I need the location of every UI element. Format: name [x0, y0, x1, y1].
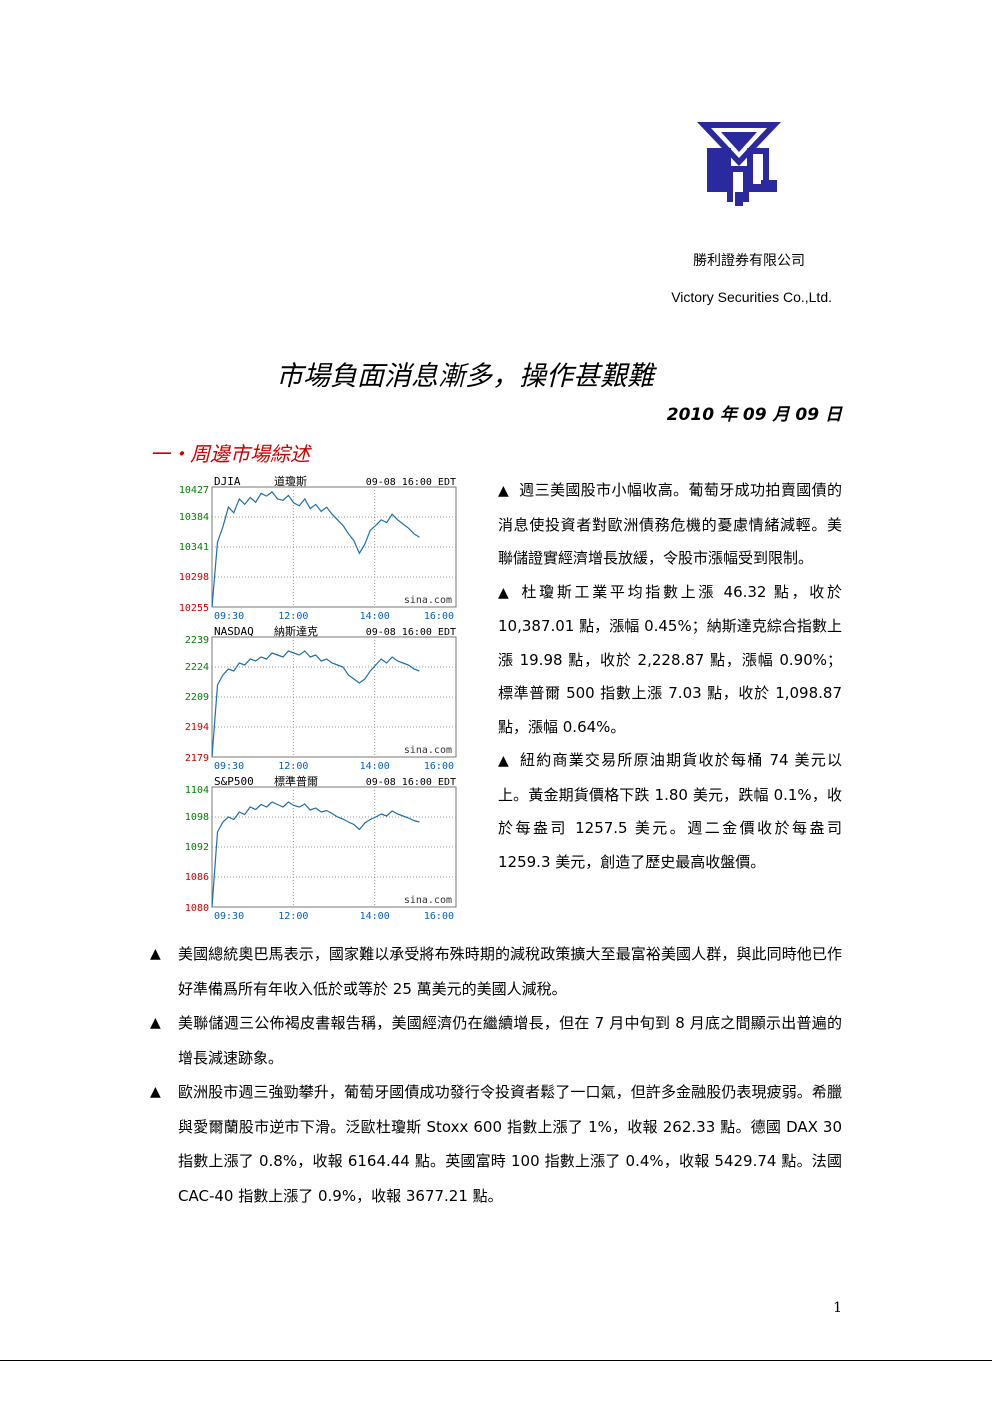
bullet-triangle-icon: ▲ [150, 1084, 161, 1100]
x-tick-label: 09:30 [214, 911, 244, 922]
chart-code: S&P500 [214, 775, 254, 788]
chart-name: 道瓊斯 [274, 475, 307, 488]
y-tick-label: 10427 [179, 485, 209, 496]
x-tick-label: 09:30 [214, 761, 244, 772]
chart-code: DJIA [214, 475, 241, 488]
market-summary-column: ▲週三美國股市小幅收高。葡萄牙成功拍賣國債的消息使投資者對歐洲債務危機的憂慮情緒… [498, 474, 842, 879]
plot-frame [211, 786, 457, 908]
report-date: 2010 年 09 月 09 日 [666, 405, 842, 425]
chart-timestamp: 09-08 16:00 EDT [366, 477, 456, 488]
y-tick-label: 10255 [179, 603, 209, 614]
y-tick-label: 10341 [179, 542, 209, 553]
chart-nasdaq: 2239 2224 2209 2194 2179 09:30 12:00 14:00 16:00… [185, 625, 457, 772]
index-price-line [211, 491, 420, 608]
index-price-line [211, 801, 420, 908]
company-name-english: Victory Securities Co.,Ltd. [671, 289, 832, 305]
x-tick-label: 12:00 [278, 611, 308, 622]
y-tick-label: 10298 [179, 572, 209, 583]
bullet-triangle-icon: ▲ [498, 584, 512, 601]
y-tick-label: 1104 [185, 785, 209, 796]
x-tick-label: 09:30 [214, 611, 244, 622]
bullet-triangle-icon: ▲ [498, 753, 510, 769]
chart-sp500: 1104 1098 1092 1086 1080 09:30 12:00 14:00 16:00… [185, 775, 457, 922]
x-tick-label: 16:00 [424, 911, 454, 922]
chart-code: NASDAQ [214, 625, 254, 638]
x-tick-label: 12:00 [278, 761, 308, 772]
x-tick-label: 12:00 [278, 911, 308, 922]
page-number: 1 [833, 1300, 842, 1316]
summary-paragraph: ▲週三美國股市小幅收高。葡萄牙成功拍賣國債的消息使投資者對歐洲債務危機的憂慮情緒… [498, 481, 842, 567]
index-price-line [211, 650, 420, 758]
chart-source: sina.com [404, 745, 452, 756]
y-tick-label: 2194 [185, 722, 209, 733]
plot-frame [211, 486, 457, 608]
y-tick-label: 1098 [185, 812, 209, 823]
chart-djia: 10427 10384 10341 10298 10255 09:30 12:00 14:00… [179, 475, 457, 622]
y-tick-label: 2179 [185, 753, 209, 764]
news-paragraph: ▲歐洲股市週三強勁攀升，葡萄牙國債成功發行令投資者鬆了一口氣，但許多金融股仍表現… [150, 1075, 842, 1213]
news-list: ▲美國總統奧巴馬表示，國家難以承受將布殊時期的減稅政策擴大至最富裕美國人群，與此… [150, 937, 842, 1213]
y-tick-label: 10384 [179, 512, 209, 523]
y-tick-label: 2209 [185, 692, 209, 703]
victory-logo-icon [697, 122, 781, 206]
news-paragraph: ▲美聯儲週三公佈褐皮書報告稱，美國經濟仍在繼續增長，但在 7 月中旬到 8 月底… [150, 1006, 842, 1075]
footer-divider [0, 1360, 992, 1361]
summary-paragraph: ▲紐約商業交易所原油期貨收於每桶 74 美元以上。黃金期貨價格下跌 1.80 美… [498, 751, 842, 871]
plot-frame [211, 636, 457, 758]
y-tick-label: 2239 [185, 635, 209, 646]
news-paragraph: ▲美國總統奧巴馬表示，國家難以承受將布殊時期的減稅政策擴大至最富裕美國人群，與此… [150, 937, 842, 1006]
x-tick-label: 14:00 [360, 611, 390, 622]
x-tick-label: 14:00 [360, 761, 390, 772]
chart-timestamp: 09-08 16:00 EDT [366, 777, 456, 788]
x-tick-label: 16:00 [424, 761, 454, 772]
company-name-chinese: 勝利證券有限公司 [693, 253, 805, 269]
bullet-triangle-icon: ▲ [498, 483, 510, 499]
x-tick-label: 14:00 [360, 911, 390, 922]
chart-name: 標準普爾 [274, 775, 318, 788]
chart-name: 納斯達克 [274, 625, 318, 638]
bullet-triangle-icon: ▲ [150, 946, 161, 962]
y-tick-label: 2224 [185, 662, 209, 673]
summary-paragraph: ▲杜瓊斯工業平均指數上漲 46.32 點，收於 10,387.01 點，漲幅 0… [498, 582, 842, 736]
bullet-triangle-icon: ▲ [150, 1015, 161, 1031]
chart-timestamp: 09-08 16:00 EDT [366, 627, 456, 638]
chart-source: sina.com [404, 595, 452, 606]
y-tick-label: 1086 [185, 872, 209, 883]
report-title: 市場負面消息漸多，操作甚艱難 [276, 361, 654, 392]
x-tick-label: 16:00 [424, 611, 454, 622]
section-title: 一・周邊市場綜述 [150, 442, 310, 466]
chart-source: sina.com [404, 895, 452, 906]
y-tick-label: 1092 [185, 842, 209, 853]
y-tick-label: 1080 [185, 903, 209, 914]
